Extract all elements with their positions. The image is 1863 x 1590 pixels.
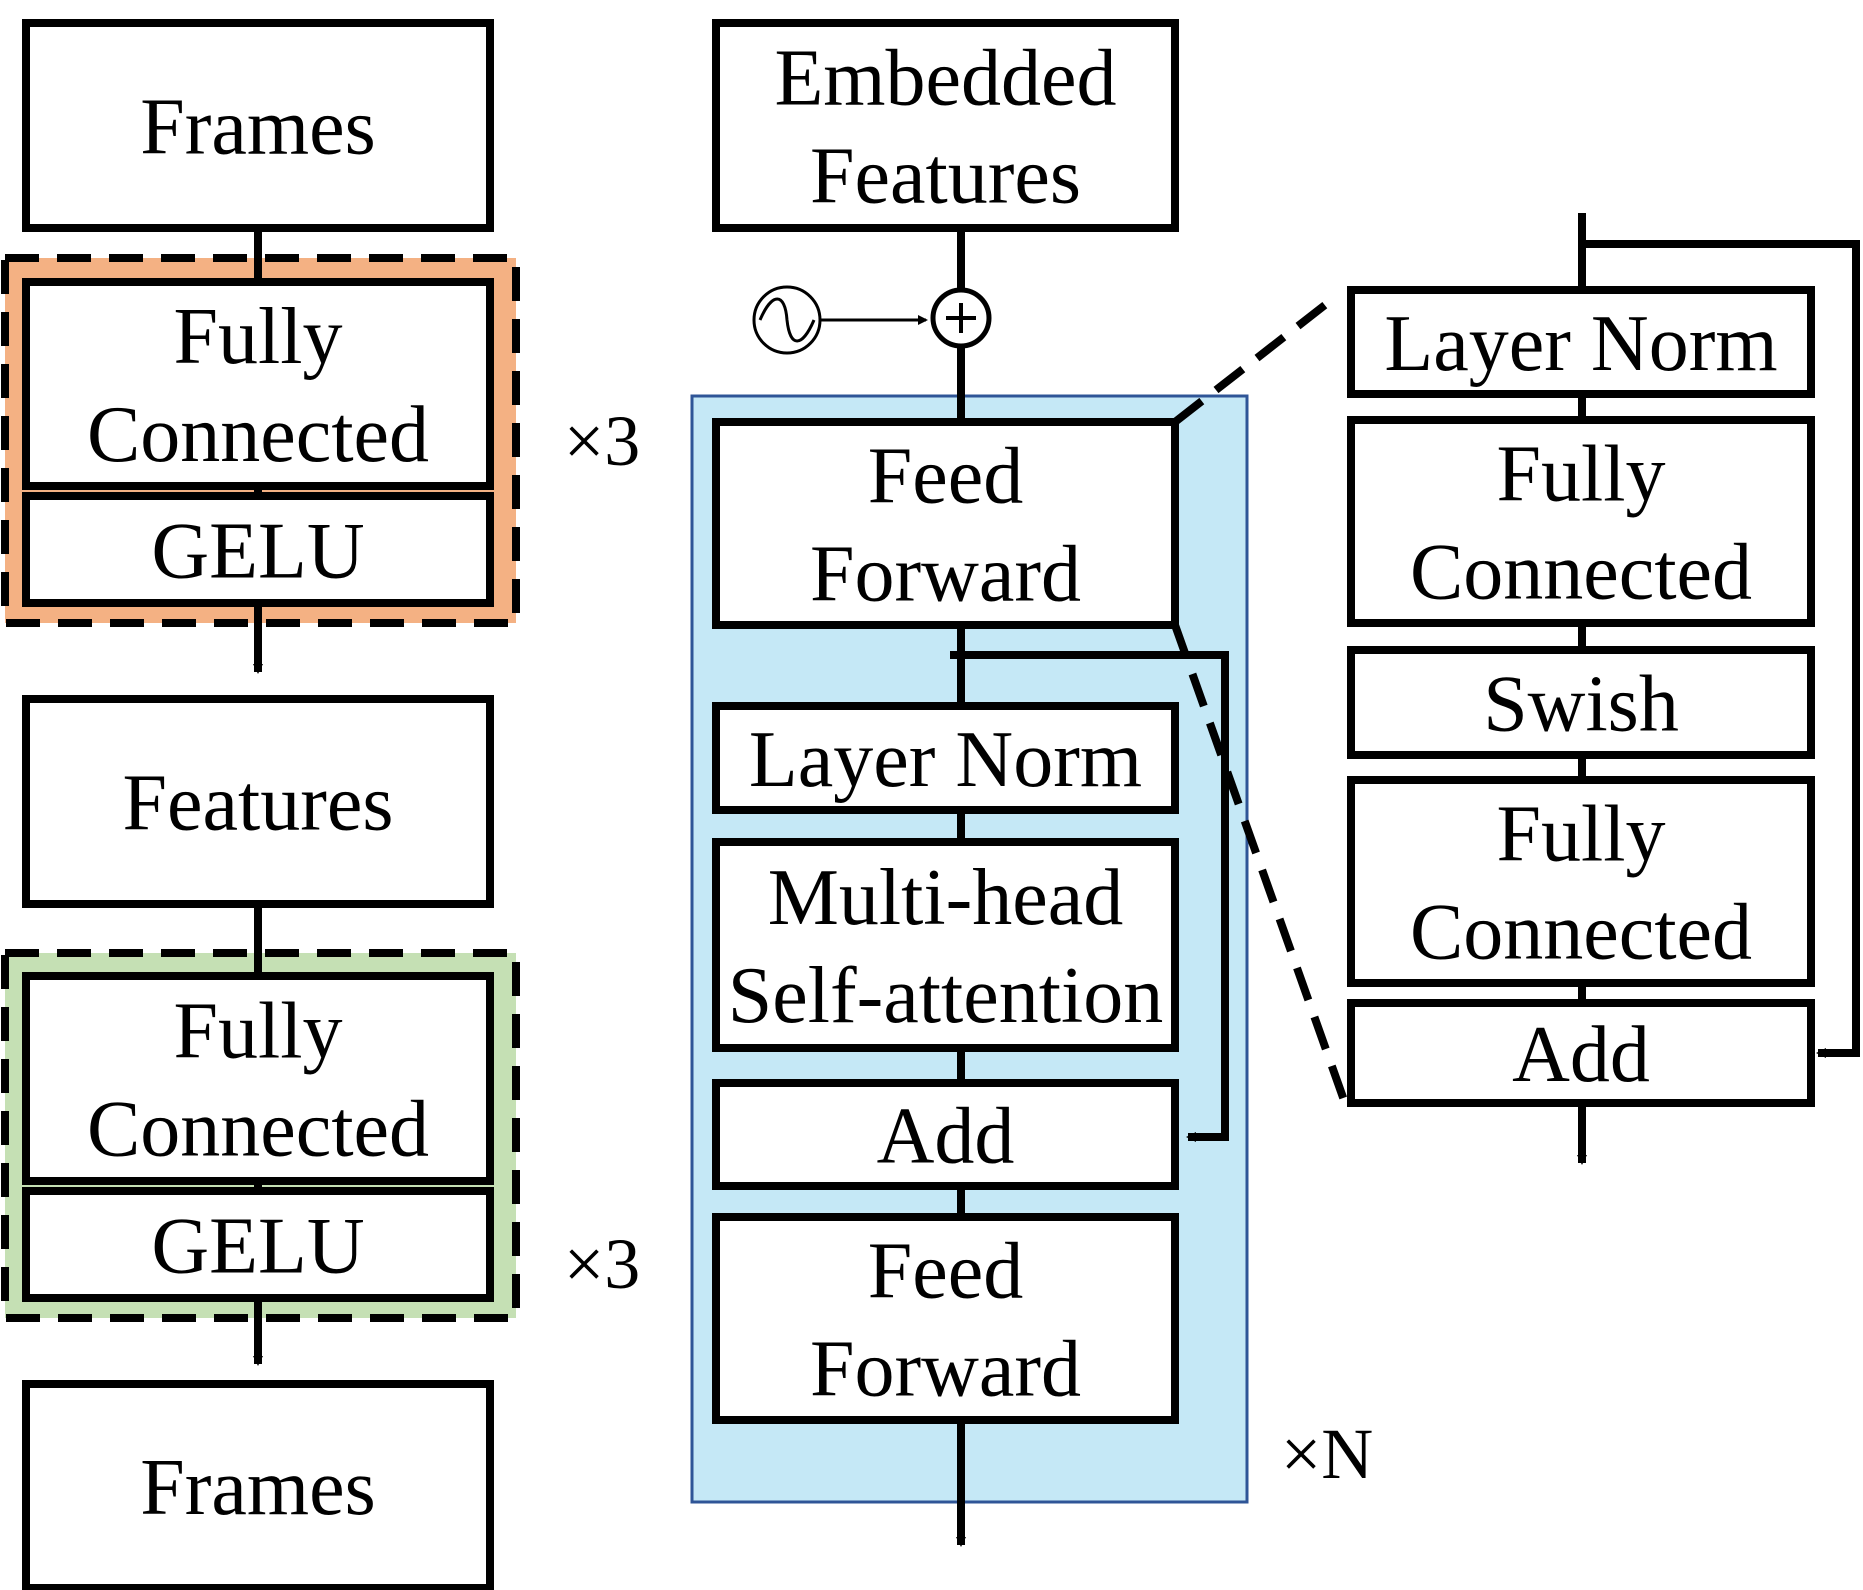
ff-detail-swish-label: Swish [1483, 661, 1679, 749]
features-label: Features [122, 760, 393, 848]
decoder-output-frames-label: Frames [140, 1444, 376, 1532]
feed-forward-2-label: Forward [810, 1326, 1081, 1414]
feed-forward-2-label: Feed [868, 1228, 1024, 1316]
encoder-gelu-box: GELU [22, 492, 494, 607]
add-label: Add [877, 1093, 1015, 1181]
encoder-repeat-label: ×3 [564, 401, 641, 481]
embedded-features-label: Embedded [774, 35, 1116, 123]
ff-detail-swish-box: Swish [1347, 646, 1815, 759]
ff-detail-fully-connected-2-label: Connected [1410, 889, 1752, 977]
multi-head-self-attention-label: Self-attention [728, 952, 1163, 1040]
decoder-fully-connected-label: Fully [174, 988, 343, 1076]
feed-forward-1-label: Feed [868, 433, 1024, 521]
decoder-fully-connected-label: Connected [87, 1086, 429, 1174]
layer-norm-label: Layer Norm [749, 716, 1142, 804]
encoder-input-frames-label: Frames [140, 84, 376, 172]
ff-detail-fully-connected-1-label: Connected [1410, 529, 1752, 617]
ff-detail-add-box: Add [1347, 999, 1815, 1107]
positional-encoding [752, 285, 992, 355]
encoder-gelu-label: GELU [151, 508, 364, 596]
decoder-gelu-label: GELU [151, 1203, 364, 1291]
add-box: Add [712, 1079, 1179, 1190]
multi-head-self-attention-label: Multi-head [768, 854, 1123, 942]
encoder-fully-connected-label: Connected [87, 391, 429, 479]
decoder-gelu-box: GELU [22, 1187, 494, 1302]
ff-detail-layer-norm-box: Layer Norm [1347, 286, 1815, 398]
features-box: Features [22, 695, 494, 908]
encoder-input-frames-box: Frames [22, 19, 494, 232]
transformer-connectors [950, 228, 1229, 1547]
feed-forward-1-label: Forward [810, 531, 1081, 619]
ff-detail-layer-norm-label: Layer Norm [1384, 300, 1777, 388]
embedded-features-label: Features [810, 133, 1081, 221]
layer-norm-box: Layer Norm [712, 702, 1179, 814]
ff-detail-fully-connected-1-label: Fully [1497, 431, 1666, 519]
encoder-fully-connected-label: Fully [174, 293, 343, 381]
transformer-repeat-label: ×N [1281, 1414, 1374, 1494]
decoder-output-frames-box: Frames [22, 1380, 494, 1590]
ff-detail-add-label: Add [1512, 1011, 1650, 1099]
decoder-repeat-label: ×3 [564, 1224, 641, 1304]
zoom-lines [1171, 301, 1349, 1105]
ff-detail-fully-connected-2-label: Fully [1497, 791, 1666, 879]
